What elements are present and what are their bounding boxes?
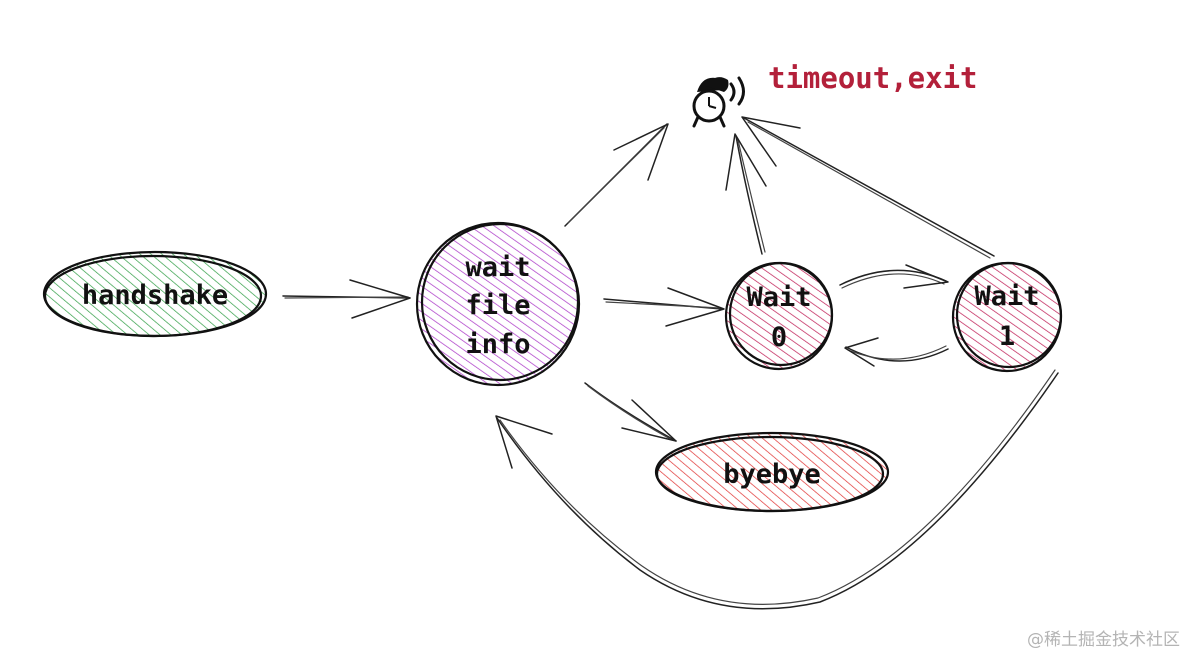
node-byebye: byebye xyxy=(654,431,890,513)
edge-wait-0-to-timeout xyxy=(725,133,767,255)
wait-1-line-2: 1 xyxy=(999,321,1015,352)
byebye-label: byebye xyxy=(723,459,821,490)
edge-wait-1-to-timeout xyxy=(741,116,995,259)
timeout-label: timeout,exit xyxy=(768,61,978,95)
wait-1-line-1: Wait xyxy=(974,281,1039,312)
wait-file-info-line-2: file xyxy=(465,290,530,321)
alarm-clock-icon xyxy=(692,76,745,128)
wait-file-info-line-3: info xyxy=(465,329,530,360)
node-handshake: handshake xyxy=(42,250,268,338)
edge-wait-file-info-to-byebye xyxy=(584,382,677,442)
edge-wait-0-to-wait-1 xyxy=(839,264,949,289)
wait-0-line-1: Wait xyxy=(746,282,811,313)
edge-handshake-to-wait-file-info xyxy=(282,279,411,319)
node-wait-file-info: wait file info xyxy=(415,221,581,387)
node-wait-1: Wait 1 xyxy=(951,261,1063,373)
wait-0-line-2: 0 xyxy=(771,322,787,353)
edge-wait-1-to-wait-0 xyxy=(844,337,949,367)
edge-wait-1-to-wait-file-info xyxy=(495,369,1059,610)
edge-wait-file-info-to-wait-0 xyxy=(603,287,725,327)
wait-file-info-line-1: wait xyxy=(465,252,530,283)
node-wait-0: Wait 0 xyxy=(724,261,834,371)
handshake-label: handshake xyxy=(82,280,228,311)
edge-wait-file-info-to-timeout xyxy=(564,123,669,227)
watermark: @稀土掘金技术社区 xyxy=(1027,630,1180,650)
